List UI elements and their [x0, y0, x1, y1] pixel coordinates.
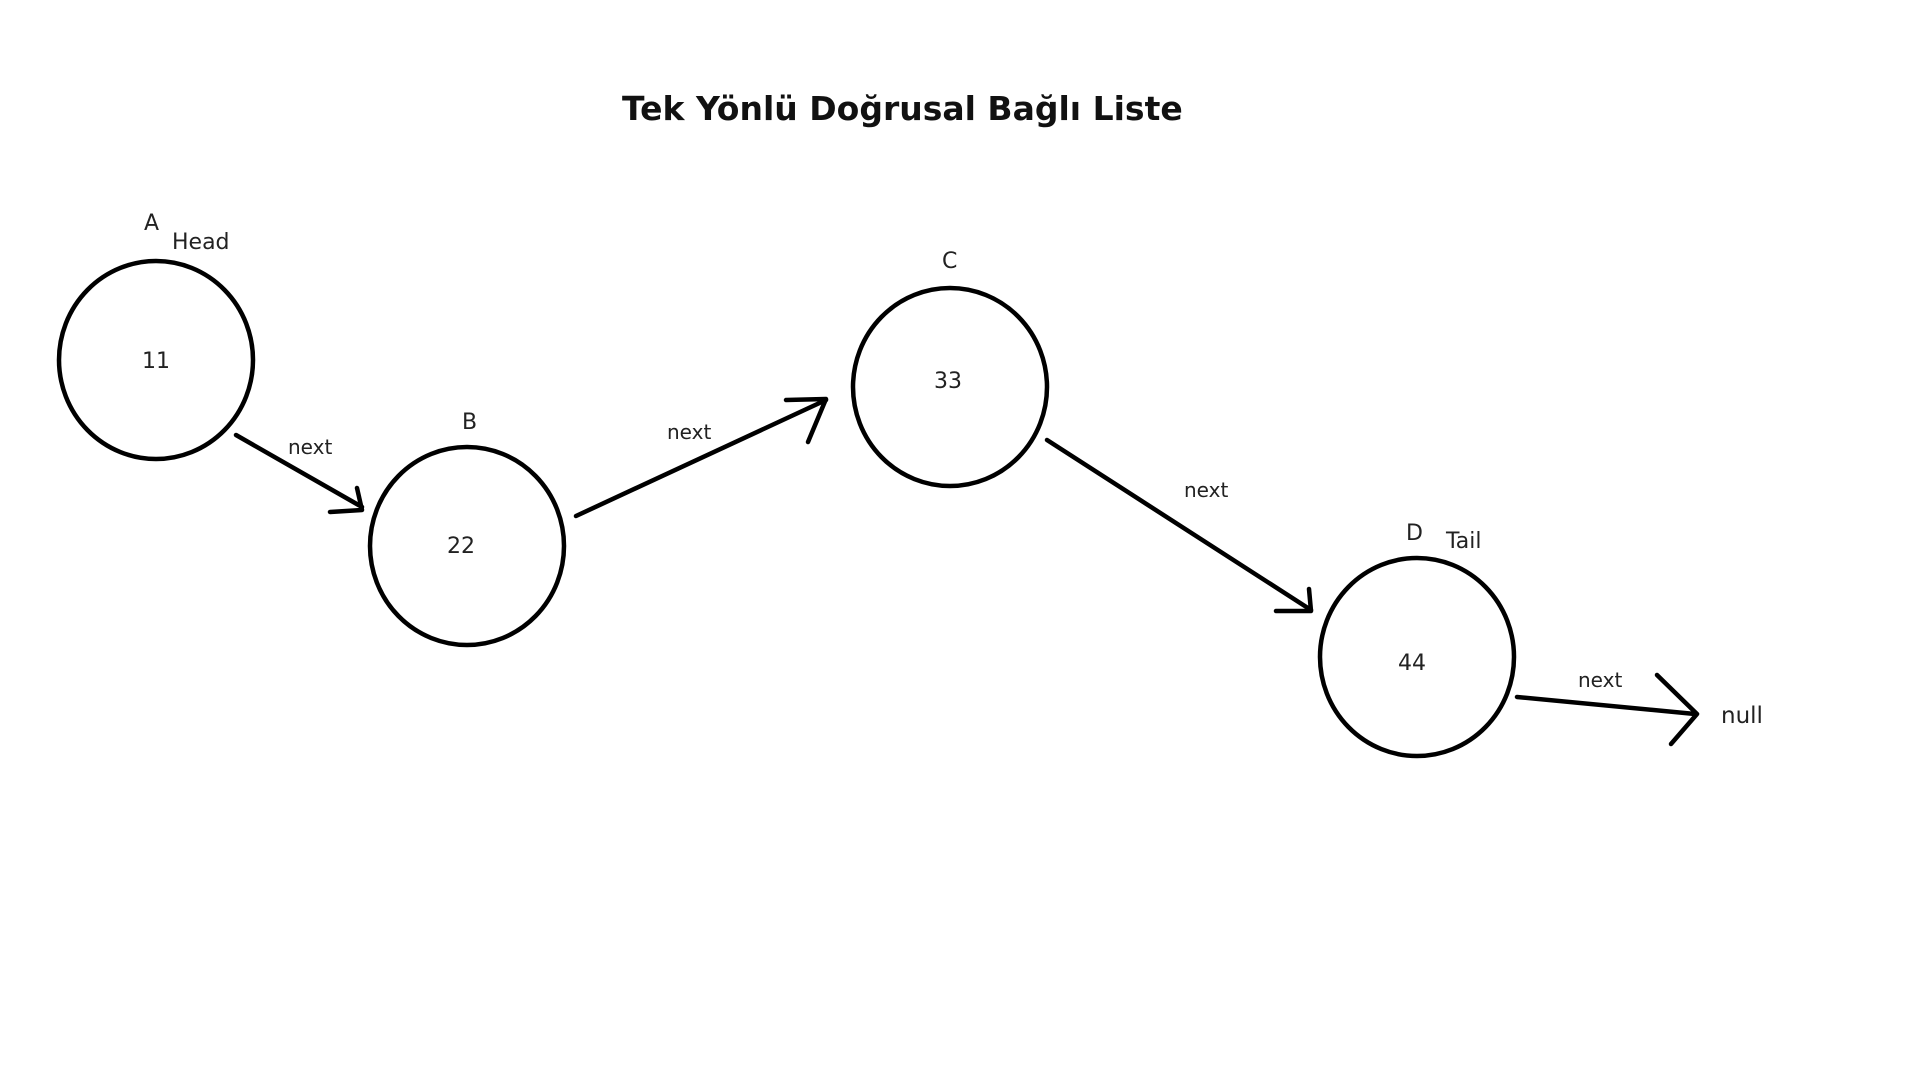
node-a-value: 11 — [142, 349, 170, 374]
node-d-role-tail: Tail — [1445, 529, 1482, 554]
node-b-name: B — [462, 410, 477, 435]
node-d-value: 44 — [1398, 651, 1426, 676]
null-terminal: null — [1721, 703, 1763, 729]
edge-label: next — [288, 435, 332, 459]
arrowhead-icon — [327, 485, 365, 515]
node-c-circle — [850, 285, 1050, 489]
node-a-circle — [56, 258, 256, 462]
edge-a-to-b: next — [233, 432, 365, 515]
node-b-circle — [367, 444, 567, 648]
node-c-value: 33 — [934, 369, 962, 394]
edge-d-to-null: next — [1514, 668, 1700, 747]
node-a: A Head 11 — [56, 211, 256, 462]
arrow-line — [1514, 694, 1698, 717]
edge-label: next — [1578, 668, 1622, 692]
node-c-name: C — [942, 249, 957, 274]
node-d: D Tail 44 — [1317, 521, 1517, 759]
arrowhead-icon — [1654, 672, 1700, 747]
arrow-line — [1044, 437, 1314, 613]
edge-label: next — [667, 420, 711, 444]
node-b-value: 22 — [447, 534, 475, 559]
edge-b-to-c: next — [573, 396, 829, 519]
arrow-line — [573, 397, 829, 519]
edge-label: next — [1184, 478, 1228, 502]
node-a-name: A — [144, 211, 159, 236]
arrowhead-icon — [1273, 586, 1314, 614]
node-c: C 33 — [850, 249, 1050, 489]
node-d-circle — [1317, 555, 1517, 759]
node-b: B 22 — [367, 410, 567, 648]
node-d-name: D — [1406, 521, 1423, 546]
node-a-role-head: Head — [172, 230, 230, 255]
edge-c-to-d: next — [1044, 437, 1314, 614]
arrowhead-icon — [783, 396, 829, 445]
diagram-title: Tek Yönlü Doğrusal Bağlı Liste — [622, 89, 1183, 128]
arrow-line — [233, 432, 365, 510]
